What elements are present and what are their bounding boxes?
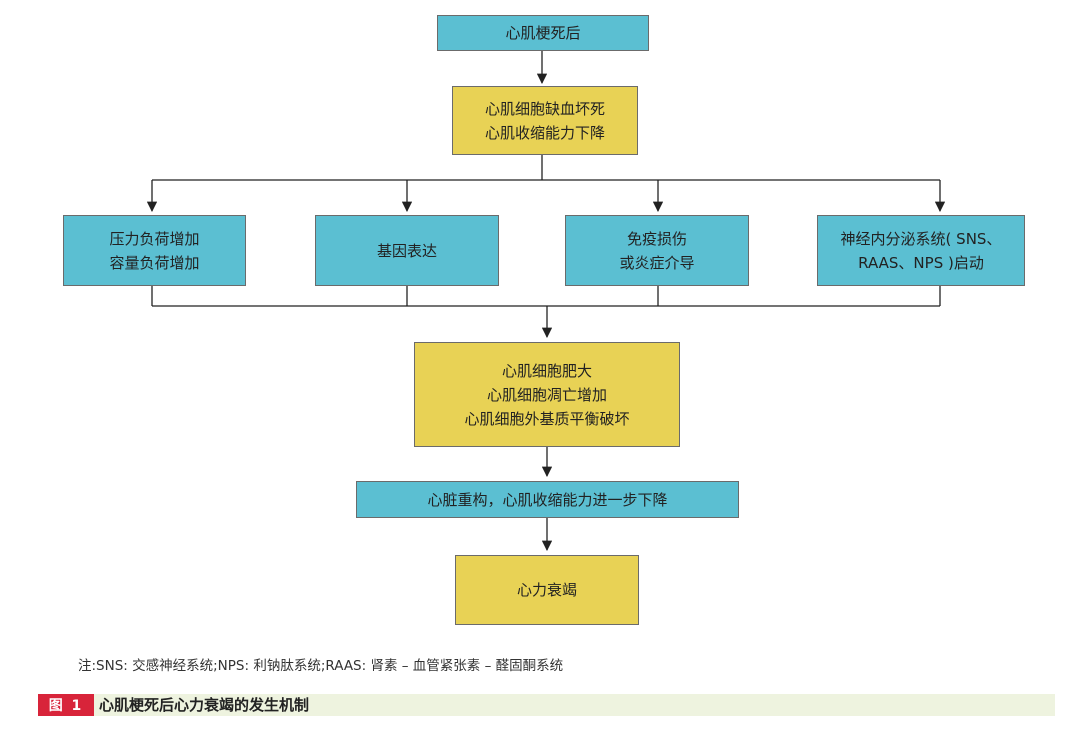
node-neuro-line-2: RAAS、NPS )启动 <box>858 253 984 272</box>
node-mi: 心肌梗死后 <box>437 15 649 51</box>
node-gene-line-1: 基因表达 <box>376 241 437 260</box>
footnote: 注:SNS: 交感神经系统;NPS: 利钠肽系统;RAAS: 肾素 – 血管紧张… <box>78 658 564 674</box>
node-pressure-line-1: 压力负荷增加 <box>109 229 200 248</box>
figure-title: 心肌梗死后心力衰竭的发生机制 <box>99 696 310 714</box>
node-remodeling: 心脏重构，心肌收缩能力进一步下降 <box>356 481 739 518</box>
node-immune-line-1: 免疫损伤 <box>626 229 687 248</box>
node-neuro: 神经内分泌系统( SNS、 RAAS、NPS )启动 <box>817 215 1025 286</box>
node-mi-line-1: 心肌梗死后 <box>505 24 581 42</box>
node-cell-changes-line-3: 心肌细胞外基质平衡破坏 <box>464 409 630 428</box>
node-cell-changes-line-1: 心肌细胞肥大 <box>501 361 592 380</box>
figure-caption-bar <box>38 694 1055 716</box>
node-remodeling-line-1: 心脏重构，心肌收缩能力进一步下降 <box>427 490 668 509</box>
node-cell-changes: 心肌细胞肥大 心肌细胞凋亡增加 心肌细胞外基质平衡破坏 <box>414 342 680 447</box>
node-cell-changes-line-2: 心肌细胞凋亡增加 <box>486 385 607 404</box>
node-pressure-line-2: 容量负荷增加 <box>109 253 200 272</box>
node-heart-failure-line-1: 心力衰竭 <box>516 581 577 599</box>
node-gene: 基因表达 <box>315 215 499 286</box>
node-heart-failure: 心力衰竭 <box>455 555 639 625</box>
node-pressure: 压力负荷增加 容量负荷增加 <box>63 215 246 286</box>
node-ischemia-line-2: 心肌收缩能力下降 <box>484 123 605 142</box>
node-neuro-line-1: 神经内分泌系统( SNS、 <box>840 229 1002 248</box>
node-ischemia-line-1: 心肌细胞缺血坏死 <box>484 99 605 118</box>
figure-number-tag: 图 1 <box>38 694 94 716</box>
node-ischemia: 心肌细胞缺血坏死 心肌收缩能力下降 <box>452 86 638 155</box>
node-immune: 免疫损伤 或炎症介导 <box>565 215 749 286</box>
node-immune-line-2: 或炎症介导 <box>619 253 695 272</box>
